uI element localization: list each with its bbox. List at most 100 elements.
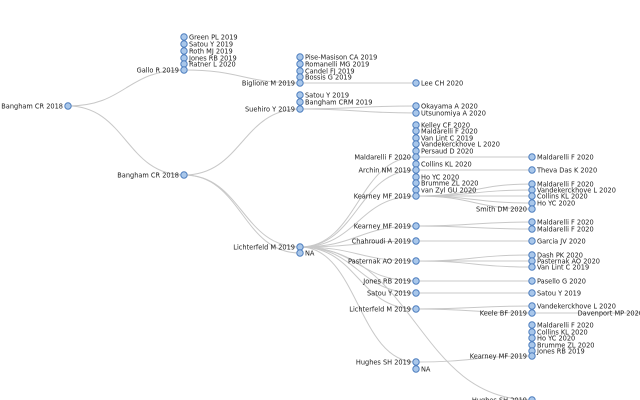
node-dot[interactable] xyxy=(412,289,420,297)
tree-node-green-pl-2019[interactable]: Green PL 2019 xyxy=(180,33,238,41)
node-dot[interactable] xyxy=(180,40,188,48)
node-dot[interactable] xyxy=(528,205,536,213)
node-dot[interactable] xyxy=(528,309,536,317)
tree-node-na[interactable]: NA xyxy=(412,365,431,373)
tree-node-vandekerckhove-l-2020[interactable]: Vandekerckhove L 2020 xyxy=(528,302,616,310)
node-dot[interactable] xyxy=(412,134,420,142)
node-dot[interactable] xyxy=(528,225,536,233)
tree-node-ho-yc-2020[interactable]: Ho YC 2020 xyxy=(528,334,575,342)
tree-node-smith-dm-2020[interactable]: Smith DM 2020 xyxy=(476,205,536,213)
node-dot[interactable] xyxy=(412,186,420,194)
node-dot[interactable] xyxy=(296,91,304,99)
node-dot[interactable] xyxy=(412,127,420,135)
tree-node-kearney-mf-2019[interactable]: Kearney MF 2019 xyxy=(470,352,536,360)
node-dot[interactable] xyxy=(412,305,420,313)
node-dot[interactable] xyxy=(180,47,188,55)
node-dot[interactable] xyxy=(528,199,536,207)
tree-node-maldarelli-f-2020[interactable]: Maldarelli F 2020 xyxy=(528,225,594,233)
tree-node-okayama-a-2020[interactable]: Okayama A 2020 xyxy=(412,102,478,110)
node-dot[interactable] xyxy=(412,140,420,148)
tree-node-hughes-sh-2019[interactable]: Hughes SH 2019 xyxy=(472,396,536,400)
tree-node-ratner-l-2020[interactable]: Ratner L 2020 xyxy=(180,60,236,68)
tree-node-lee-ch-2020[interactable]: Lee CH 2020 xyxy=(412,79,463,87)
node-dot[interactable] xyxy=(528,251,536,259)
tree-node-collins-kl-2020[interactable]: Collins KL 2020 xyxy=(412,160,472,168)
tree-node-davenport-mp-2020[interactable]: Davenport MP 2020 xyxy=(578,309,640,317)
tree-node-theva-das-k-2020[interactable]: Theva Das K 2020 xyxy=(528,166,597,174)
tree-node-satou-y-2019[interactable]: Satou Y 2019 xyxy=(528,289,581,297)
tree-node-brumme-zl-2020[interactable]: Brumme ZL 2020 xyxy=(412,179,479,187)
node-dot[interactable] xyxy=(180,171,188,179)
node-dot[interactable] xyxy=(296,73,304,81)
node-dot[interactable] xyxy=(296,53,304,61)
node-dot[interactable] xyxy=(296,60,304,68)
tree-node-keele-bf-2019[interactable]: Keele BF 2019 xyxy=(480,309,536,317)
tree-node-satou-y-2019[interactable]: Satou Y 2019 xyxy=(296,91,349,99)
tree-node-pasello-g-2020[interactable]: Pasello G 2020 xyxy=(528,277,586,285)
node-dot[interactable] xyxy=(296,243,304,251)
tree-node-collins-kl-2020[interactable]: Collins KL 2020 xyxy=(528,192,588,200)
node-dot[interactable] xyxy=(180,33,188,41)
node-dot[interactable] xyxy=(412,160,420,168)
node-dot[interactable] xyxy=(412,179,420,187)
node-dot[interactable] xyxy=(296,105,304,113)
tree-node-utsunomiya-a-2020[interactable]: Utsunomiya A 2020 xyxy=(412,109,486,117)
node-dot[interactable] xyxy=(528,321,536,329)
tree-node-suehiro-y-2019[interactable]: Suehiro Y 2019 xyxy=(245,105,304,113)
tree-node-maldarelli-f-2020[interactable]: Maldarelli F 2020 xyxy=(528,321,594,329)
node-dot[interactable] xyxy=(412,147,420,155)
tree-node-lichterfeld-m-2019[interactable]: Lichterfeld M 2019 xyxy=(349,305,420,313)
node-dot[interactable] xyxy=(528,237,536,245)
node-dot[interactable] xyxy=(528,186,536,194)
node-dot[interactable] xyxy=(412,121,420,129)
node-dot[interactable] xyxy=(412,79,420,87)
node-dot[interactable] xyxy=(528,352,536,360)
node-dot[interactable] xyxy=(528,277,536,285)
node-dot[interactable] xyxy=(412,109,420,117)
tree-node-persaud-d-2020[interactable]: Persaud D 2020 xyxy=(412,147,474,155)
node-dot[interactable] xyxy=(412,222,420,230)
tree-node-romanelli-mg-2019[interactable]: Romanelli MG 2019 xyxy=(296,60,369,68)
node-dot[interactable] xyxy=(412,173,420,181)
tree-node-bangham-crm-2019[interactable]: Bangham CRM 2019 xyxy=(296,98,373,106)
node-dot[interactable] xyxy=(412,153,420,161)
tree-node-chahroudi-a-2019[interactable]: Chahroudi A 2019 xyxy=(352,237,420,245)
tree-node-van-lint-c-2019[interactable]: Van Lint C 2019 xyxy=(528,263,589,271)
tree-node-jones-rb-2019[interactable]: Jones RB 2019 xyxy=(362,277,420,285)
tree-node-bossis-g-2019[interactable]: Bossis G 2019 xyxy=(296,73,352,81)
tree-node-pise-masison-ca-2019[interactable]: Pise-Masison CA 2019 xyxy=(296,53,377,61)
tree-node-bangham-cr-2018[interactable]: Bangham CR 2018 xyxy=(117,171,188,179)
node-dot[interactable] xyxy=(528,328,536,336)
tree-node-satou-y-2019[interactable]: Satou Y 2019 xyxy=(367,289,420,297)
node-dot[interactable] xyxy=(528,180,536,188)
tree-node-maldarelli-f-2020[interactable]: Maldarelli F 2020 xyxy=(412,127,478,135)
node-dot[interactable] xyxy=(528,334,536,342)
node-dot[interactable] xyxy=(412,166,420,174)
tree-node-kearney-mf-2019[interactable]: Kearney MF 2019 xyxy=(354,222,420,230)
node-dot[interactable] xyxy=(412,358,420,366)
node-dot[interactable] xyxy=(412,365,420,373)
node-dot[interactable] xyxy=(412,192,420,200)
node-dot[interactable] xyxy=(296,67,304,75)
tree-node-maldarelli-f-2020[interactable]: Maldarelli F 2020 xyxy=(528,153,594,161)
node-dot[interactable] xyxy=(528,341,536,349)
tree-node-ho-yc-2020[interactable]: Ho YC 2020 xyxy=(528,199,575,207)
tree-node-bangham-cr-2018[interactable]: Bangham CR 2018 xyxy=(1,102,72,110)
tree-node-maldarelli-f-2020[interactable]: Maldarelli F 2020 xyxy=(528,218,594,226)
node-dot[interactable] xyxy=(412,277,420,285)
node-dot[interactable] xyxy=(528,257,536,265)
tree-node-jones-rb-2019[interactable]: Jones RB 2019 xyxy=(528,347,585,355)
tree-node-candel-fj-2019[interactable]: Candel FJ 2019 xyxy=(296,67,355,75)
tree-node-roth-mj-2019[interactable]: Roth MJ 2019 xyxy=(180,47,233,55)
node-dot[interactable] xyxy=(180,60,188,68)
node-dot[interactable] xyxy=(528,166,536,174)
node-dot[interactable] xyxy=(412,237,420,245)
node-dot[interactable] xyxy=(296,79,304,87)
tree-node-garcia-jv-2020[interactable]: Garcia JV 2020 xyxy=(528,237,586,245)
tree-node-maldarelli-f-2020[interactable]: Maldarelli F 2020 xyxy=(354,153,420,161)
tree-node-gallo-r-2019[interactable]: Gallo R 2019 xyxy=(137,66,188,74)
tree-node-kearney-mf-2019[interactable]: Kearney MF 2019 xyxy=(354,192,420,200)
tree-node-pasternak-ao-2019[interactable]: Pasternak AO 2019 xyxy=(348,257,420,265)
tree-node-hughes-sh-2019[interactable]: Hughes SH 2019 xyxy=(356,358,420,366)
tree-node-satou-y-2019[interactable]: Satou Y 2019 xyxy=(180,40,233,48)
